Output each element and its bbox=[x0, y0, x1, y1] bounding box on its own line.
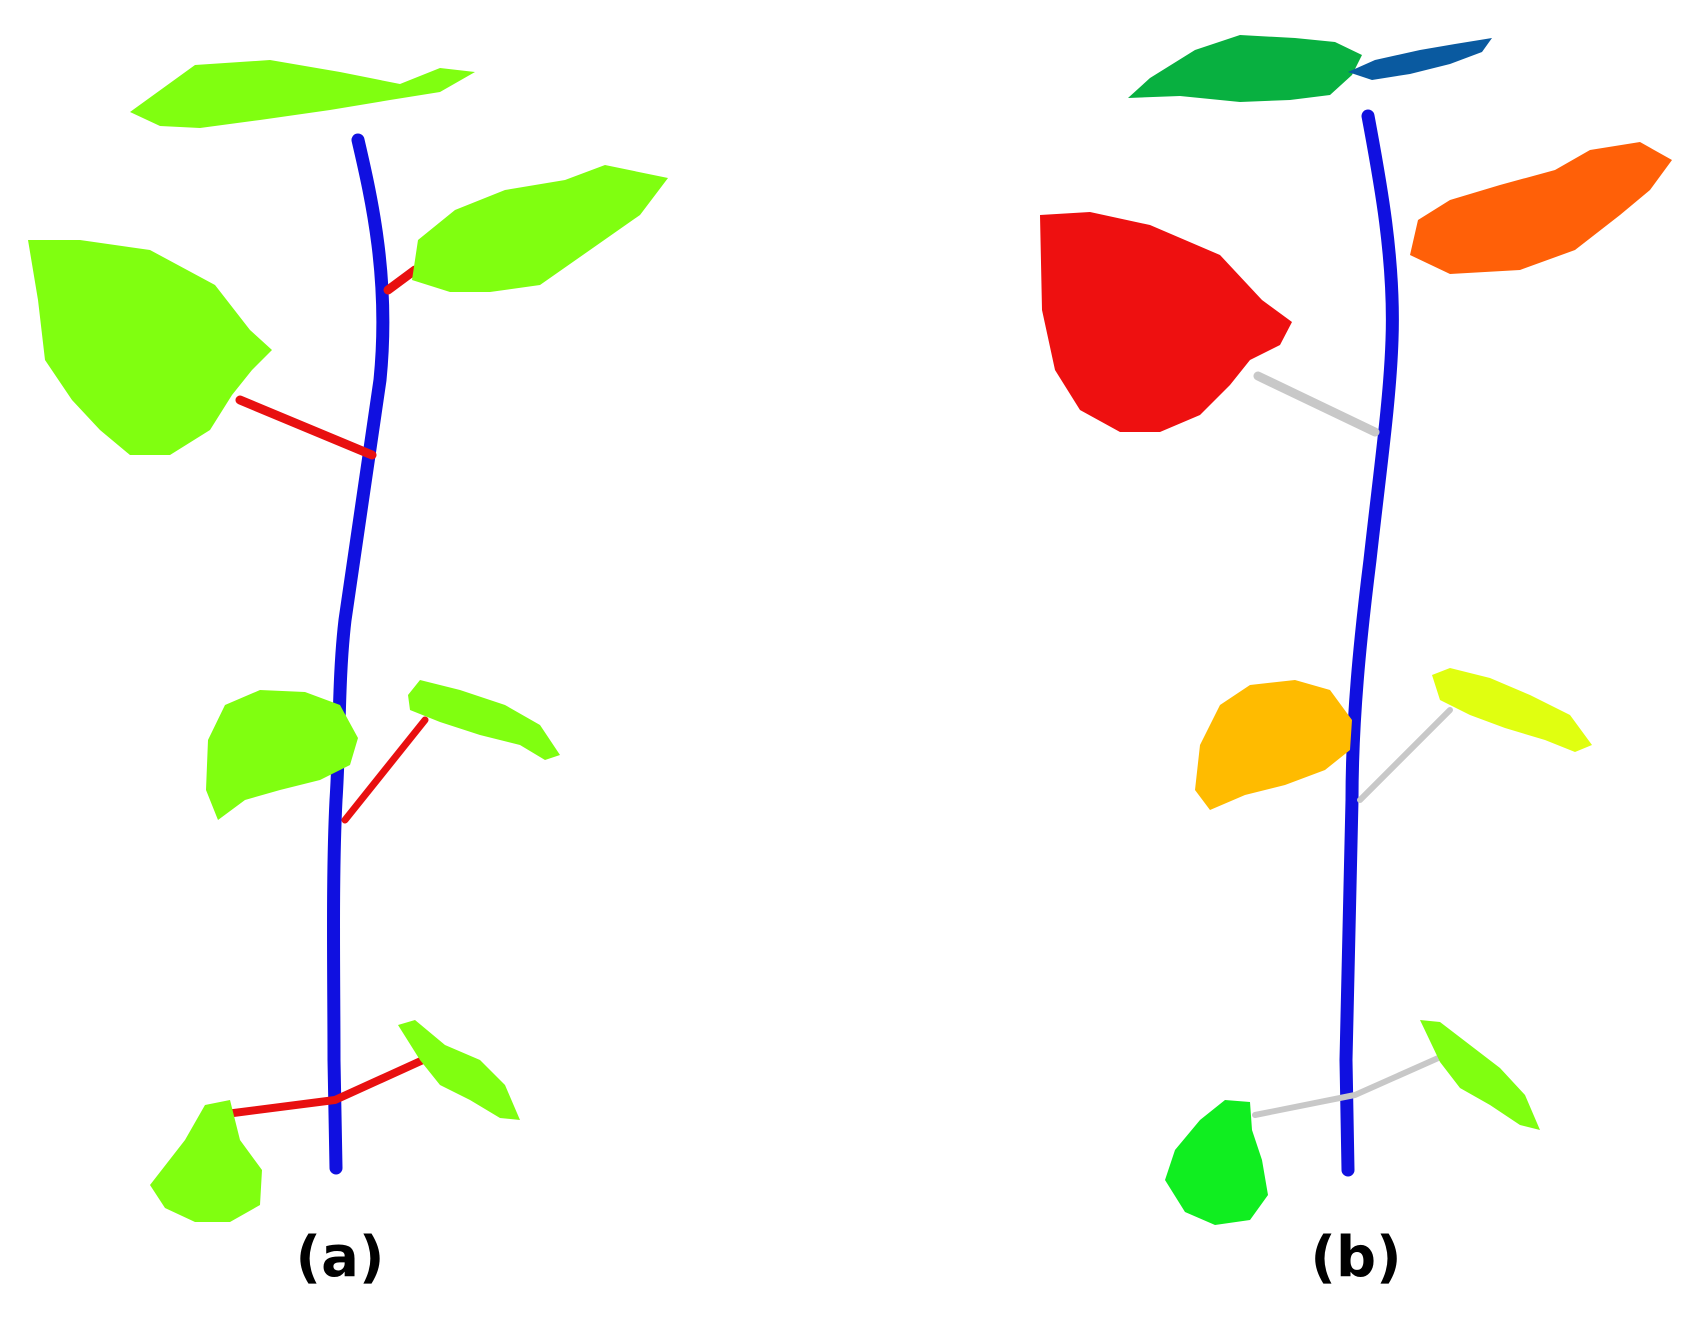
panel-a-petiole bbox=[214, 1046, 449, 1119]
panel-b-leaf-low-left bbox=[1165, 1100, 1268, 1225]
panel-a-leaf bbox=[150, 1100, 262, 1222]
panel-b-leaf-top-left bbox=[1128, 35, 1362, 102]
panel-a-stem bbox=[327, 133, 390, 1175]
panel-a-caption: (a) bbox=[295, 1225, 385, 1290]
panel-b-caption: (b) bbox=[1310, 1225, 1402, 1290]
panel-a-leaf bbox=[398, 1020, 520, 1120]
panel-b-plant bbox=[1040, 35, 1672, 1225]
panel-b-leaf-upper-right bbox=[1410, 142, 1672, 274]
panel-a-plant bbox=[28, 60, 668, 1222]
panel-a-leaf bbox=[206, 690, 358, 820]
panel-a-petiole bbox=[341, 716, 429, 824]
panel-a-petiole bbox=[383, 265, 420, 295]
panel-b-leaf-top-right bbox=[1348, 38, 1492, 80]
panel-b-leaf-low-right bbox=[1420, 1020, 1540, 1130]
panel-b-petiole bbox=[1253, 371, 1380, 437]
panel-a-leaf bbox=[408, 680, 560, 760]
panel-a-leaf bbox=[28, 240, 272, 455]
panel-a-leaf bbox=[412, 165, 668, 292]
panel-a-petiole bbox=[235, 395, 377, 460]
panel-b-petiole bbox=[1357, 707, 1453, 803]
panel-b-petiole bbox=[1252, 1052, 1448, 1118]
panel-a-leaf bbox=[130, 60, 475, 128]
panel-b-leaf-mid-left bbox=[1195, 680, 1352, 810]
panel-b-leaf-mid-right bbox=[1432, 668, 1592, 752]
panel-b-leaf-upper-left bbox=[1040, 212, 1292, 432]
panel-b-stem bbox=[1339, 109, 1399, 1177]
